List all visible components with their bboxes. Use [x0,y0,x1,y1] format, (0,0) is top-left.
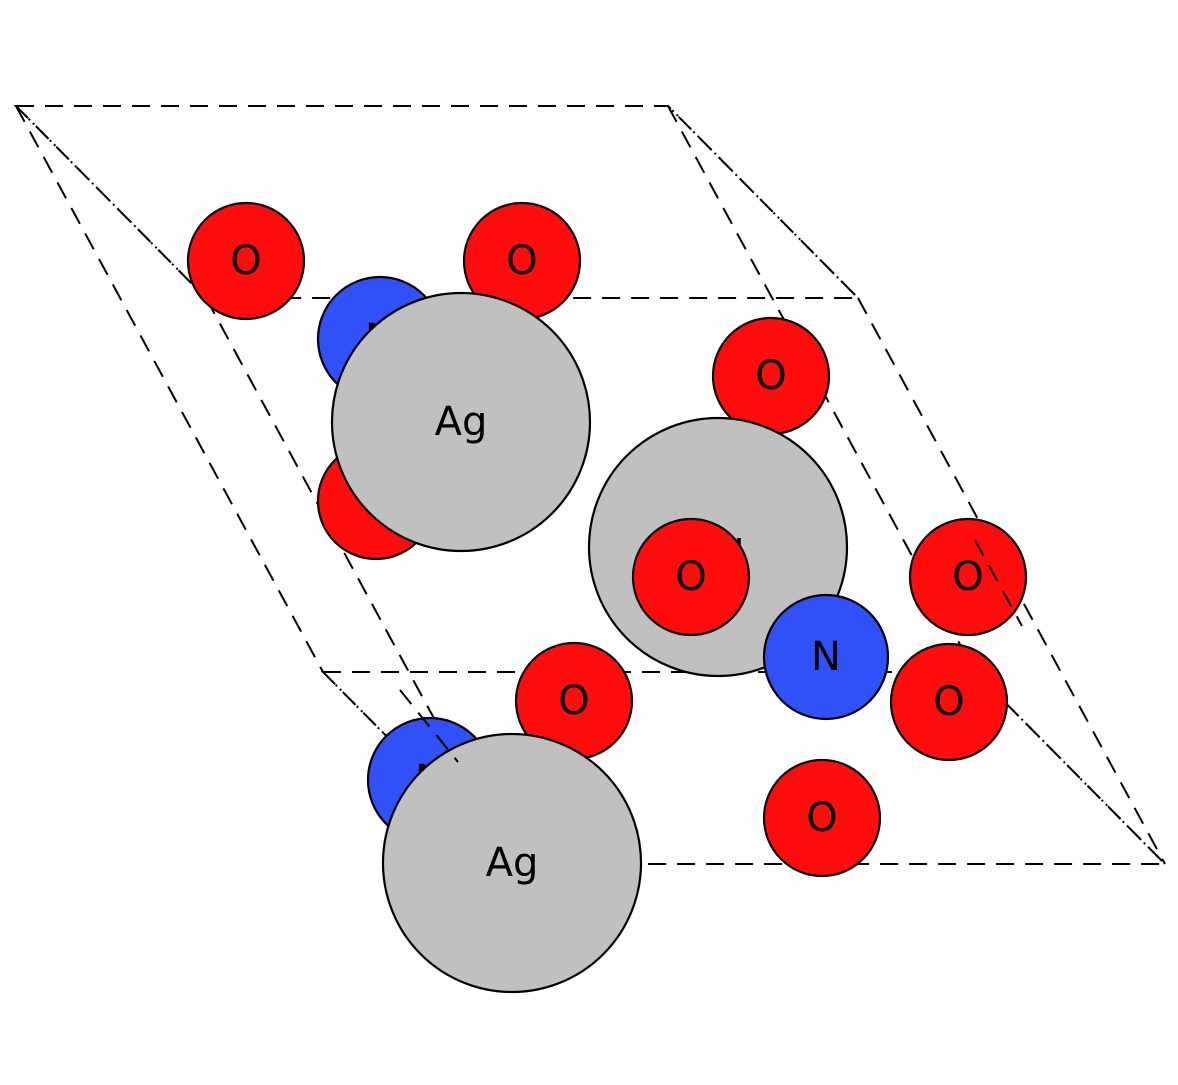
atoms-layer: OONOAgOAgOOONOONAg [186,201,1028,994]
atom-sphere [762,758,882,878]
unit-cell-edge [974,539,1023,627]
atom-label: O [755,353,786,399]
atom-sphere [381,732,643,994]
atom-n-n-right: N [762,593,890,721]
atom-label: O [558,678,589,724]
atom-o-o-top-center: O [462,201,582,321]
atom-label: O [933,679,964,725]
unit-cell-foreground-edges [399,539,1023,763]
atom-label: N [811,634,841,680]
atom-label: Ag [486,840,539,886]
atom-o-o-right-lower: O [889,642,1009,762]
unit-cell-edge [15,105,324,673]
atom-label: O [506,238,537,284]
atom-sphere [186,201,306,321]
atom-o-o-right-upper: O [908,517,1028,637]
atom-o-o-on-ag-middle: O [631,517,751,637]
unit-cell-edge [399,689,459,763]
atom-sphere [908,517,1028,637]
atom-ag-ag-upper: Ag [330,291,592,553]
atom-o-o-top-left: O [186,201,306,321]
atom-o-o-lower-center: O [514,641,634,761]
atom-label: O [230,238,261,284]
atom-label: O [952,554,983,600]
atom-label: Ag [435,399,488,445]
atom-o-o-upper-right: O [711,316,831,436]
unit-cell-top-face [13,105,861,299]
atom-sphere [889,642,1009,762]
atom-sphere [330,291,592,553]
atom-ag-ag-lower: Ag [381,732,643,994]
atom-sphere [762,593,890,721]
atom-sphere [631,517,751,637]
atom-o-o-bottom-right: O [762,758,882,878]
atom-label: O [806,795,837,841]
atom-label: O [675,554,706,600]
